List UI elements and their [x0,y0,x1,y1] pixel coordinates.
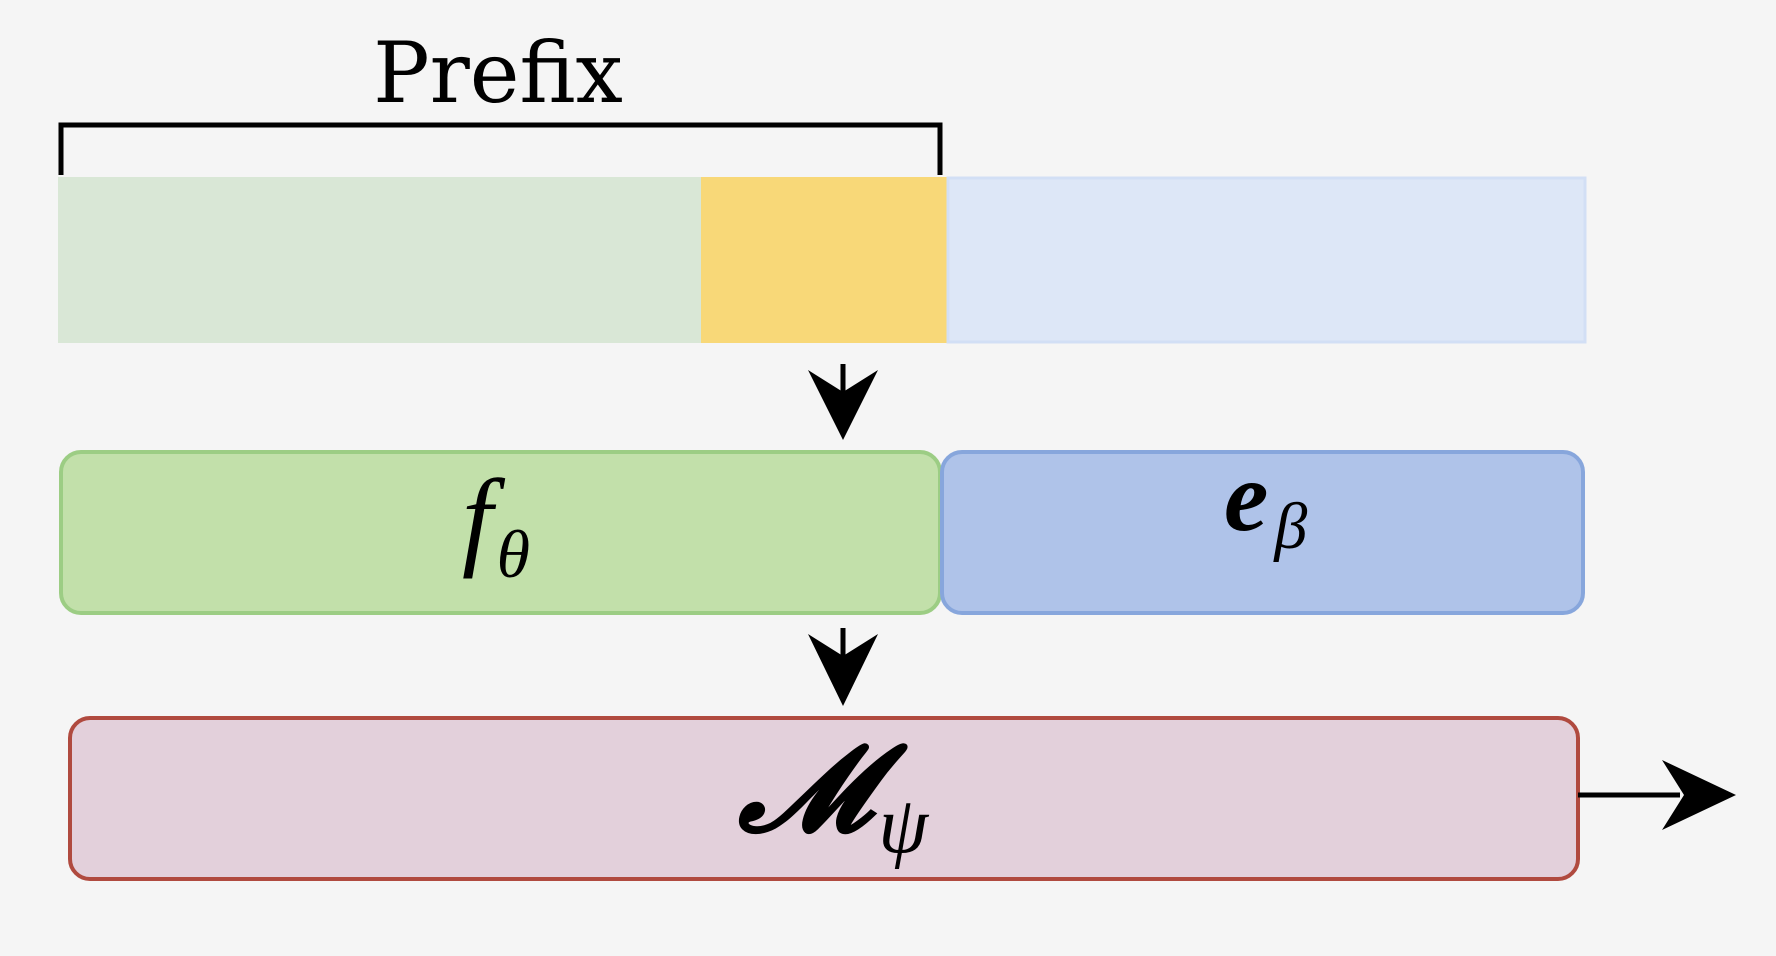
m-psi-subscript: ψ [878,782,929,870]
e-beta-subscript: β [1272,490,1307,563]
sequence-prefix-context-segment [58,177,701,343]
m-psi-block [68,716,1580,881]
e-beta-block [940,450,1585,615]
prefix-bracket [58,122,943,175]
e-beta-symbol: e [1224,441,1268,552]
f-theta-subscript: θ [497,516,530,592]
output-arrow [1578,760,1736,830]
sequence-prefix-tail-segment [701,177,948,343]
arrow-down-to-m [808,628,878,706]
sequence-suffix-segment [946,176,1587,344]
prefix-label: Prefix [373,24,623,122]
e-beta-label: eβ [1224,441,1307,563]
arrow-down-to-f [808,364,878,440]
